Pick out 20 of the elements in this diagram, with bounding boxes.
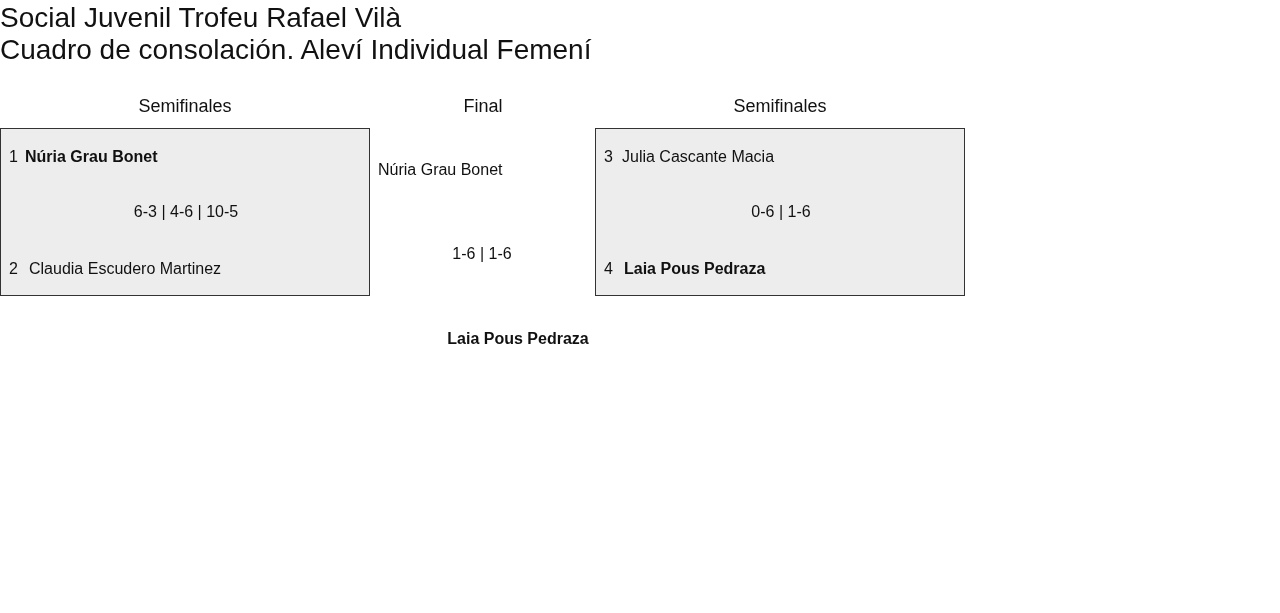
player-name: Laia Pous Pedraza [624, 260, 766, 279]
seed-number: 1 [9, 148, 18, 167]
round-heading: Semifinales [733, 96, 827, 117]
player-name: Claudia Escudero Martinez [29, 260, 222, 279]
match-box [0, 128, 370, 296]
match-box [595, 128, 965, 296]
match-score: 1-6 | 1-6 [452, 245, 512, 264]
seed-number: 3 [604, 148, 613, 167]
match-score: 6-3 | 4-6 | 10-5 [133, 203, 239, 222]
winner-name: Laia Pous Pedraza [447, 330, 589, 349]
player-name: Julia Cascante Macia [622, 148, 775, 167]
subtitle: Cuadro de consolación. Aleví Individual Femení [0, 34, 592, 67]
seed-number: 2 [9, 260, 18, 279]
seed-number: 4 [604, 260, 613, 279]
player-name: Núria Grau Bonet [378, 161, 503, 180]
title: Social Juvenil Trofeu Rafael Vilà [0, 2, 402, 35]
match-score: 0-6 | 1-6 [751, 203, 811, 222]
player-name: Núria Grau Bonet [25, 148, 158, 167]
round-heading: Final [463, 96, 503, 117]
round-heading: Semifinales [138, 96, 232, 117]
